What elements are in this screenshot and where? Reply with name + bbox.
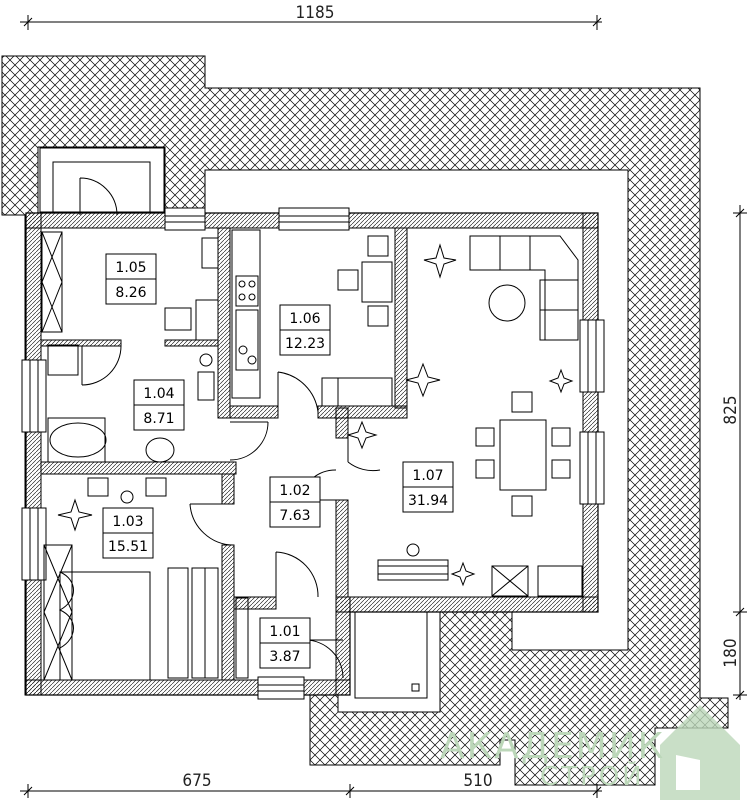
dimension-lines (20, 15, 747, 798)
room-area: 8.71 (143, 411, 174, 427)
room-area: 12.23 (285, 336, 325, 352)
dimension-porch-depth: 180 (721, 638, 741, 667)
dimension-depth: 825 (721, 395, 741, 424)
watermark: АКАДЕМИК СТРОЙ (440, 705, 740, 800)
room-number: 1.03 (112, 514, 143, 530)
room-area: 31.94 (408, 493, 448, 509)
watermark-line2: СТРОЙ (540, 760, 645, 792)
room-number: 1.01 (269, 624, 300, 640)
room-number: 1.05 (115, 260, 146, 276)
room-number: 1.02 (279, 483, 310, 499)
doors (79, 177, 381, 679)
room-label-1-07: 1.07 31.94 (402, 461, 454, 513)
room-label-1-04: 1.04 8.71 (133, 379, 185, 431)
room-label-1-05: 1.05 8.26 (105, 253, 157, 305)
watermark-logo (660, 705, 740, 800)
room-label-1-03: 1.03 15.51 (102, 507, 154, 559)
room-area: 7.63 (279, 508, 310, 524)
room-label-1-06: 1.06 12.23 (279, 304, 331, 356)
room-number: 1.06 (289, 311, 320, 327)
room-labels: 1.05 8.26 1.06 12.23 1.04 8.71 1.07 31.9… (102, 253, 454, 669)
room-label-1-02: 1.02 7.63 (269, 476, 321, 528)
dimension-right-width: 510 (463, 771, 492, 791)
dimension-left-width: 675 (182, 771, 211, 791)
plants (57, 243, 574, 587)
room-area: 15.51 (108, 539, 148, 555)
windows (21, 207, 605, 700)
room-area: 3.87 (269, 649, 300, 665)
room-number: 1.07 (412, 468, 443, 484)
interior-walls (40, 227, 408, 681)
room-area: 8.26 (115, 285, 146, 301)
dimension-total-width: 1185 (296, 3, 335, 23)
furniture (41, 229, 583, 699)
room-number: 1.04 (143, 386, 174, 402)
watermark-line1: АКАДЕМИК (440, 726, 665, 767)
room-label-1-01: 1.01 3.87 (259, 617, 311, 669)
